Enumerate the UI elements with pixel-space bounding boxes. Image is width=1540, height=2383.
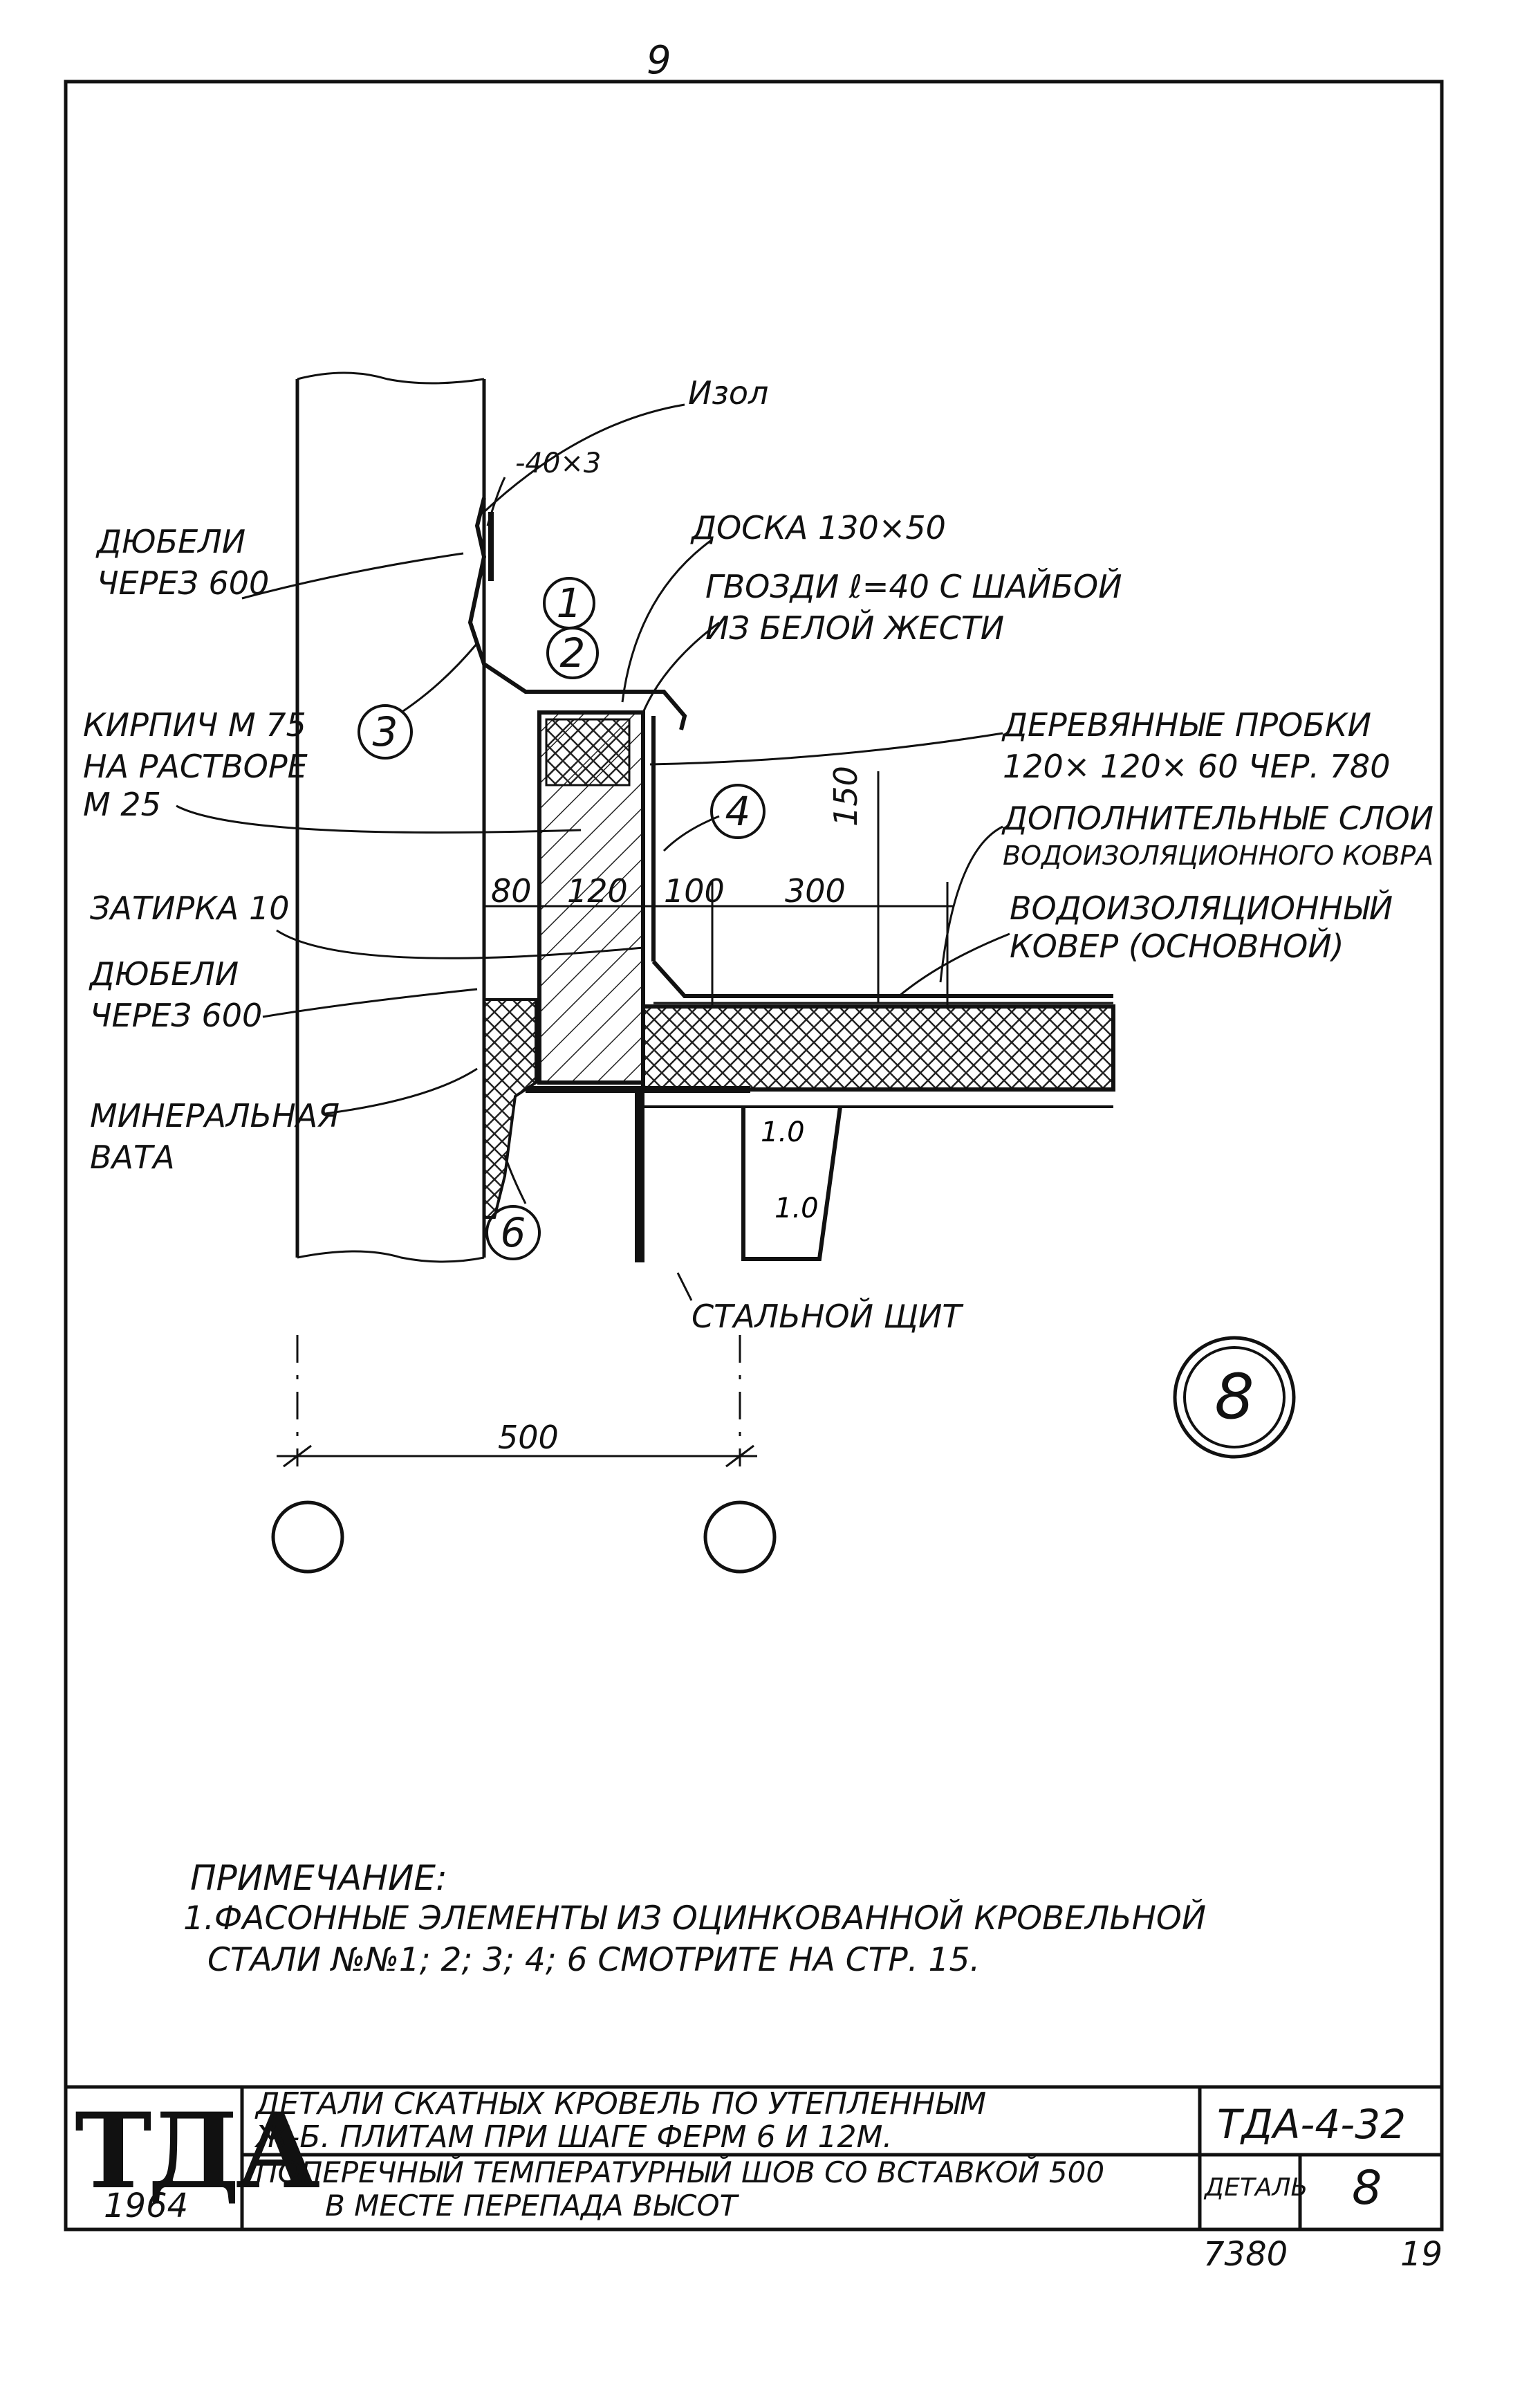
label-mineral-1: МИНЕРАЛЬНАЯ [90, 1097, 340, 1134]
marker-4-circle [710, 784, 766, 839]
marker-1: 1 [556, 580, 582, 627]
label-dowels-top-2: ЧЕРЕЗ 600 [97, 564, 270, 602]
concrete-beam: 1.0 1.0 [741, 1106, 842, 1261]
label-plaster: ЗАТИРКА 10 [90, 890, 290, 927]
label-dowels-bot-1: ДЮБЕЛИ [90, 955, 239, 993]
label-nails-2: ИЗ БЕЛОЙ ЖЕСТИ [705, 609, 1005, 647]
note-line-1: 1.ФАСОННЫЕ ЭЛЕМЕНТЫ ИЗ ОЦИНКОВАННОЙ КРОВ… [183, 1899, 1207, 1938]
top-flashing [467, 497, 687, 730]
note-line-2: СТАЛИ №№1; 2; 3; 4; 6 СМОТРИТЕ НА СТР. 1… [207, 1941, 981, 1979]
document-code: ТДА-4-32 [1217, 2101, 1406, 2148]
page-number-top: 9 [647, 38, 671, 83]
detail-circle-inner [1183, 1346, 1286, 1448]
subtitle-line-2: В МЕСТЕ ПЕРЕПАДА ВЫСОТ [325, 2189, 738, 2223]
label-wood-plugs-2: 120× 120× 60 ЧЕР. 780 [1003, 748, 1391, 785]
label-strip: -40×3 [515, 448, 602, 479]
label-board: ДОСКА 130×50 [692, 509, 946, 546]
note-title: ПРИМЕЧАНИЕ: [190, 1858, 447, 1898]
marker-3: 3 [372, 708, 398, 755]
detail-circle-outer [1173, 1336, 1296, 1459]
label-mineral-2: ВАТА [90, 1139, 175, 1176]
label-izol: Изол [688, 374, 769, 412]
label-extra-layers-1: ДОПОЛНИТЕЛЬНЫЕ СЛОИ [1003, 800, 1434, 837]
label-wood-plugs-1: ДЕРЕВЯННЫЕ ПРОБКИ [1003, 706, 1371, 744]
label-dowels-top-1: ДЮБЕЛИ [97, 523, 246, 560]
roof-build-up [526, 959, 1115, 1108]
dim-80: 80 [491, 872, 532, 910]
svg-text:1.0: 1.0 [774, 1193, 819, 1224]
title-block-year: 1964 [104, 2187, 189, 2225]
dim-300: 300 [785, 872, 846, 910]
label-extra-layers-2: ВОДОИЗОЛЯЦИОННОГО КОВРА [1003, 840, 1434, 871]
label-steel-shield: СТАЛЬНОЙ ЩИТ [692, 1298, 962, 1335]
label-brick-1: КИРПИЧ М 75 [83, 706, 306, 744]
dim-500: 500 [498, 1419, 559, 1456]
subtitle-line-1: ПОПЕРЕЧНЫЙ ТЕМПЕРАТУРНЫЙ ШОВ СО ВСТАВКОЙ… [256, 2155, 1105, 2189]
label-waterproof-1: ВОДОИЗОЛЯЦИОННЫЙ [1010, 890, 1393, 927]
axis-bubble-left [271, 1500, 344, 1574]
svg-text:1.0: 1.0 [761, 1116, 805, 1148]
marker-4: 4 [725, 788, 751, 835]
axis-bubble-right [703, 1500, 777, 1574]
label-brick-2: НА РАСТВОРЕ [83, 748, 308, 785]
title-line-1: ДЕТАЛИ СКАТНЫХ КРОВЕЛЬ ПО УТЕПЛЕННЫМ [256, 2086, 987, 2122]
marker-3-circle [358, 704, 413, 760]
label-brick-3: М 25 [83, 786, 161, 823]
dim-120: 120 [567, 872, 628, 910]
label-dowels-bot-2: ЧЕРЕЗ 600 [90, 997, 263, 1034]
dim-150: 150 [827, 766, 864, 827]
title-line-2: Ж-Б. ПЛИТАМ ПРИ ШАГЕ ФЕРМ 6 И 12М. [256, 2119, 893, 2155]
brick-parapet [537, 710, 656, 1085]
footer-right: 19 [1400, 2235, 1443, 2274]
marker-6-circle [485, 1205, 541, 1260]
detail-label: ДЕТАЛЬ [1205, 2173, 1308, 2202]
tda-logo: ТДА [75, 2090, 320, 2212]
footer-left: 7380 [1203, 2235, 1288, 2274]
marker-2: 2 [559, 629, 586, 677]
detail-marker: 8 [1214, 1361, 1254, 1433]
label-nails-1: ГВОЗДИ ℓ=40 С ШАЙБОЙ [705, 568, 1122, 605]
title-block-grid [64, 2085, 1444, 2232]
dim-100: 100 [664, 872, 725, 910]
label-waterproof-2: КОВЕР (ОСНОВНОЙ) [1010, 928, 1344, 965]
marker-6: 6 [500, 1209, 526, 1256]
detail-number: 8 [1352, 2161, 1382, 2216]
marker-2-circle [546, 627, 599, 679]
mineral-wool [483, 998, 537, 1219]
